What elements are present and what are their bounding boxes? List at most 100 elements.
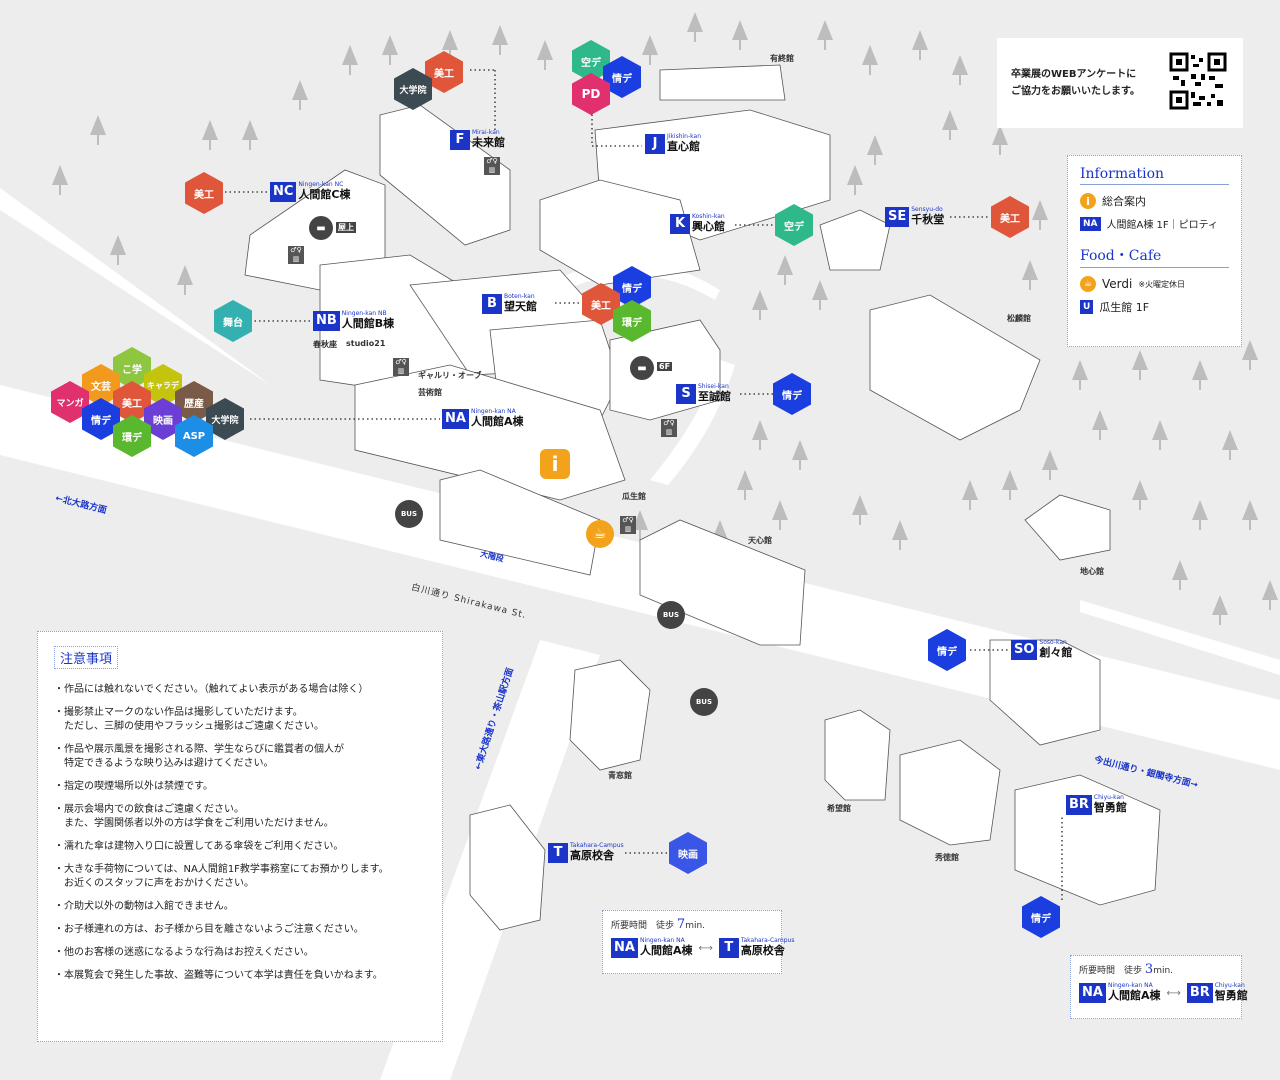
- survey-line-2: ご協力をお願いいたします。: [1011, 86, 1140, 97]
- building-code: J: [645, 134, 665, 154]
- survey-panel: 卒業展のWEBアンケートに ご協力をお願いいたします。: [997, 38, 1243, 128]
- restroom-icon: ♂♀▥: [484, 157, 500, 175]
- notes-item: ・濡れた傘は建物入り口に設置してある傘袋をご利用ください。: [54, 841, 344, 852]
- info-general-label: 総合案内: [1102, 195, 1146, 208]
- info-general: i 総合案内: [1080, 193, 1229, 209]
- building-name: 人間館A棟: [639, 944, 693, 957]
- info-general-code: NA: [1080, 216, 1101, 231]
- building-romaji: Soso-kan: [1039, 639, 1067, 646]
- restroom-icon: ♂♀▥: [620, 516, 636, 534]
- cafe-uryu: U 瓜生館 1F: [1080, 299, 1229, 315]
- notes-item: ・大きな手荷物については、NA人間館1F教学事務室にてお預かりします。 お近くの…: [54, 864, 389, 889]
- label-gallery: ギャルリ・オーブ: [418, 371, 482, 380]
- notes-item: ・お子様連れの方は、お子様から目を離さないようご注意ください。: [54, 924, 364, 935]
- building-name: 高原校舎: [570, 849, 614, 862]
- cafe-verdi: ☕ Verdi ※火曜定休日: [1080, 276, 1229, 292]
- building-romaji: Ningen-kan NA: [639, 937, 685, 944]
- cafe-note: ※火曜定休日: [1138, 279, 1186, 289]
- building-name: 人間館A棟: [470, 415, 524, 428]
- building-romaji: Chiyu-kan: [1214, 982, 1245, 989]
- qr-code-icon[interactable]: [1169, 52, 1227, 110]
- building-code: NC: [270, 182, 297, 202]
- building-code: F: [450, 130, 470, 150]
- notes-title: 注意事項: [54, 646, 119, 669]
- building-name: 人間館C棟: [298, 188, 351, 201]
- info-general-place-text: 人間館A棟 1F｜ピロティ: [1106, 220, 1219, 231]
- notes-item: ・介助犬以外の動物は入館できません。: [54, 901, 234, 912]
- building-code: K: [670, 214, 690, 234]
- walk-title: 所要時間: [1079, 966, 1116, 976]
- bus-stop-icon[interactable]: BUS: [690, 688, 718, 716]
- label-kibo: 希望館: [827, 804, 851, 813]
- survey-text: 卒業展のWEBアンケートに ご協力をお願いいたします。: [1011, 66, 1140, 100]
- label-seiso: 青窓館: [608, 771, 632, 780]
- label-studio21: studio21: [346, 339, 386, 348]
- building-code: NA: [611, 938, 638, 958]
- info-icon: i: [1080, 193, 1096, 209]
- building-code: SO: [1011, 640, 1038, 660]
- building-romaji: Ningen-kan NC: [298, 181, 344, 188]
- coffee-cup-icon[interactable]: ☕: [586, 520, 614, 548]
- label-uryu: 瓜生館: [622, 492, 646, 501]
- building-romaji: Ningen-kan NB: [341, 310, 387, 317]
- building-romaji: Ningen-kan NA: [1107, 982, 1153, 989]
- bus-stop-icon[interactable]: BUS: [395, 500, 423, 528]
- dept-hex: 大学院: [394, 68, 432, 110]
- building-code: NA: [442, 409, 469, 429]
- info-icon[interactable]: i: [540, 449, 570, 479]
- walk-minutes: 3: [1144, 962, 1154, 977]
- label-chishin: 地心館: [1080, 567, 1104, 576]
- walk-label: 徒歩: [1124, 966, 1143, 976]
- walk-unit: min.: [685, 921, 706, 931]
- label-shunju: 春秋座: [313, 340, 337, 349]
- building-name: 興心館: [692, 220, 725, 233]
- notes-item: ・撮影禁止マークのない作品は撮影していただけます。 ただし、三脚の使用やフラッシ…: [54, 707, 324, 732]
- bus-stop-icon[interactable]: BUS: [657, 601, 685, 629]
- cafe2-place: 瓜生館 1F: [1099, 301, 1150, 314]
- dept-hex: 情デ: [1022, 896, 1060, 938]
- restroom-icon: ♂♀▥: [661, 419, 677, 437]
- building-romaji: Boten-kan: [504, 293, 535, 300]
- smoking-area-icon: ▬: [309, 216, 333, 240]
- building-romaji: Sensyu-do: [911, 206, 943, 213]
- building-code: BR: [1066, 795, 1092, 815]
- cafe2-code: U: [1080, 300, 1094, 314]
- walk-label: 徒歩: [656, 921, 675, 931]
- notes-panel: 注意事項 ・作品には触れないでください。（触れてよい表示がある場合は除く） ・撮…: [37, 631, 443, 1042]
- building-code: NA: [1079, 983, 1106, 1003]
- walk-minutes: 7: [676, 917, 686, 932]
- notes-item: ・作品や展示風景を撮影される際、学生ならびに鑑賞者の個人が 特定できるような映り…: [54, 744, 344, 769]
- building-name: 創々館: [1039, 646, 1073, 659]
- building-romaji: Takahara-Campus: [740, 937, 795, 944]
- notes-item: ・指定の喫煙場所以外は禁煙です。: [54, 781, 213, 792]
- building-name: 未来館: [472, 136, 505, 149]
- building-code: BR: [1186, 983, 1213, 1003]
- cafe-name: Verdi: [1102, 277, 1133, 291]
- walk-time-header: 所要時間 徒歩 3min.: [1079, 962, 1233, 977]
- restroom-icon: ♂♀▥: [288, 246, 304, 264]
- building-name: 人間館A棟: [1107, 989, 1161, 1002]
- building-name: 智勇館: [1093, 801, 1127, 814]
- building-code: S: [676, 384, 696, 404]
- label-shutoku: 秀徳館: [935, 853, 959, 862]
- building-name: 高原校舎: [740, 944, 785, 957]
- label-yushu: 有終館: [770, 54, 794, 63]
- building-name: 直心館: [667, 140, 700, 153]
- building-romaji: Jikishin-kan: [667, 133, 701, 140]
